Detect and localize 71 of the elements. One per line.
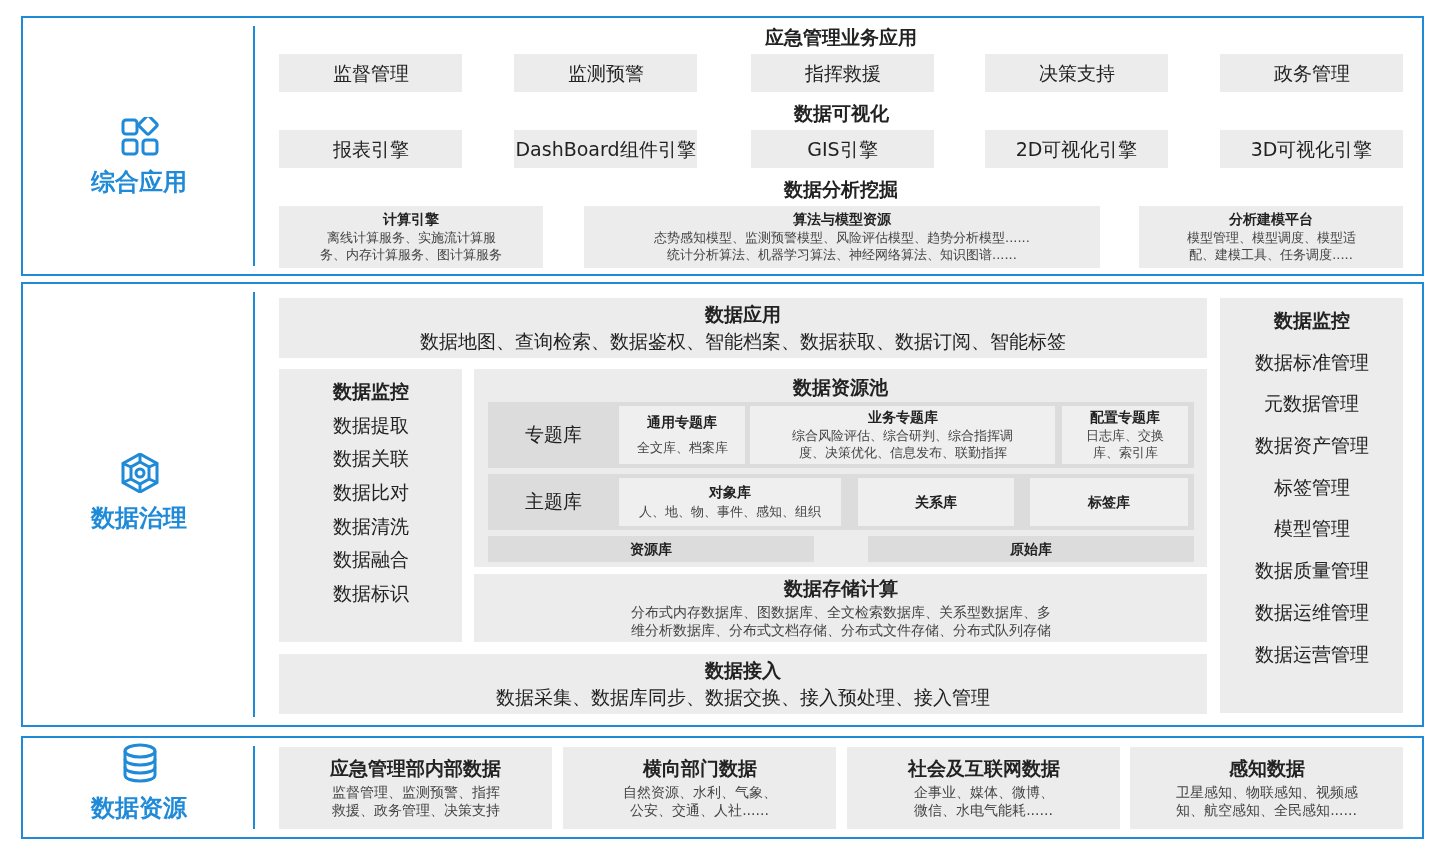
list-item: 数据运维管理 (1254, 599, 1369, 625)
list-item: 数据融合 (332, 547, 409, 573)
module-title: 横向部门数据 (642, 756, 757, 782)
module-label: 政务管理 (1273, 60, 1350, 86)
list-item: 数据提取 (332, 412, 409, 438)
module-title: 业务专题库 (867, 408, 938, 427)
module-title: 社会及互联网数据 (907, 756, 1060, 782)
section-panel (21, 16, 1424, 276)
module-label: 关系库 (915, 492, 957, 512)
group-heading: 数据分析挖掘 (783, 177, 899, 202)
description: 数据采集、数据库同步、数据交换、接入预处理、接入管理 (496, 685, 990, 710)
list-item: 数据质量管理 (1254, 558, 1369, 583)
module-title: 计算引擎 (383, 210, 439, 229)
module-title: 对象库 (709, 483, 751, 502)
section-title: 数据资源 (89, 793, 188, 824)
module-label: 报表引擎 (332, 136, 409, 162)
module-title: 配置专题库 (1090, 408, 1160, 427)
module-title: 算法与模型资源 (793, 210, 891, 229)
section-title: 数据治理 (89, 503, 188, 534)
module-title: 数据接入 (705, 658, 781, 683)
module-label: 2D可视化引擎 (1015, 136, 1138, 162)
category-label: 专题库 (524, 422, 583, 447)
list-item: 数据标准管理 (1254, 349, 1369, 375)
description: 综合风险评估、综合研判、综合指挥调度、决策优化、信息发布、联勤指挥 (791, 428, 1014, 462)
description: 离线计算服务、实施流计算服务、内存计算服务、图计算服务 (319, 230, 503, 264)
list-item: 数据运营管理 (1254, 641, 1369, 667)
module-title: 数据监控 (332, 379, 409, 404)
group-heading: 数据资源池 (792, 375, 889, 400)
description: 企事业、媒体、微博、微信、水电气能耗...... (912, 783, 1055, 820)
section-panel (21, 736, 1424, 839)
list-item: 数据比对 (332, 480, 409, 505)
description: 监督管理、监测预警、指挥救援、政务管理、决策支持 (330, 783, 501, 820)
group-heading: 数据可视化 (792, 101, 890, 126)
module-label: 指挥救援 (804, 60, 881, 86)
module-title: 数据应用 (705, 302, 781, 327)
module-label: 资源库 (630, 539, 672, 559)
description: 日志库、交换库、索引库 (1085, 428, 1165, 462)
description: 分布式内存数据库、图数据库、全文检索数据库、关系型数据库、多维分析数据库、分布式文档存储、分布式文件存储、分布式队列存储 (629, 603, 1052, 640)
list-item: 数据关联 (332, 446, 409, 472)
module-label: 3D可视化引擎 (1250, 136, 1373, 162)
module-label: 决策支持 (1038, 60, 1115, 86)
group-heading: 应急管理业务应用 (764, 25, 918, 50)
section-title: 综合应用 (90, 167, 188, 198)
description: 卫星感知、物联感知、视频感知、航空感知、全民感知...... (1174, 783, 1359, 820)
description: 数据地图、查询检索、数据鉴权、智能档案、数据获取、数据订阅、智能标签 (420, 329, 1066, 354)
list-item: 元数据管理 (1264, 391, 1359, 417)
module-title: 感知数据 (1228, 756, 1305, 782)
module-title: 通用专题库 (647, 413, 717, 432)
list-item: 数据清洗 (332, 513, 409, 539)
module-label: 监测预警 (567, 60, 644, 86)
module-box (474, 369, 1207, 567)
description: 全文库、档案库 (636, 439, 728, 457)
description: 自然资源、水利、气象、公安、交通、人社...... (621, 783, 778, 820)
module-label: 监督管理 (332, 60, 409, 86)
module-label: 原始库 (1010, 539, 1052, 559)
list-item: 标签管理 (1273, 474, 1350, 500)
section-panel (21, 282, 1424, 727)
module-title: 应急管理部内部数据 (330, 756, 501, 782)
description: 模型管理、模型调度、模型适配、建模工具、任务调度..... (1185, 230, 1357, 264)
module-title: 数据存储计算 (783, 576, 898, 602)
module-title: 分析建模平台 (1229, 210, 1313, 229)
description: 态势感知模型、监测预警模型、风险评估模型、趋势分析模型......统计分析算法、机器学习算法、神经网络算法、知识图谱...... (653, 230, 1031, 264)
category-label: 主题库 (524, 489, 583, 514)
module-label: DashBoard组件引擎 (515, 136, 696, 162)
module-label: GIS引擎 (807, 136, 878, 162)
module-label: 标签库 (1088, 492, 1130, 512)
list-item: 数据标识 (332, 581, 409, 606)
module-title: 数据监控 (1273, 308, 1350, 333)
description: 人、地、物、事件、感知、组织 (639, 503, 821, 521)
list-item: 模型管理 (1273, 516, 1350, 542)
list-item: 数据资产管理 (1254, 433, 1369, 458)
